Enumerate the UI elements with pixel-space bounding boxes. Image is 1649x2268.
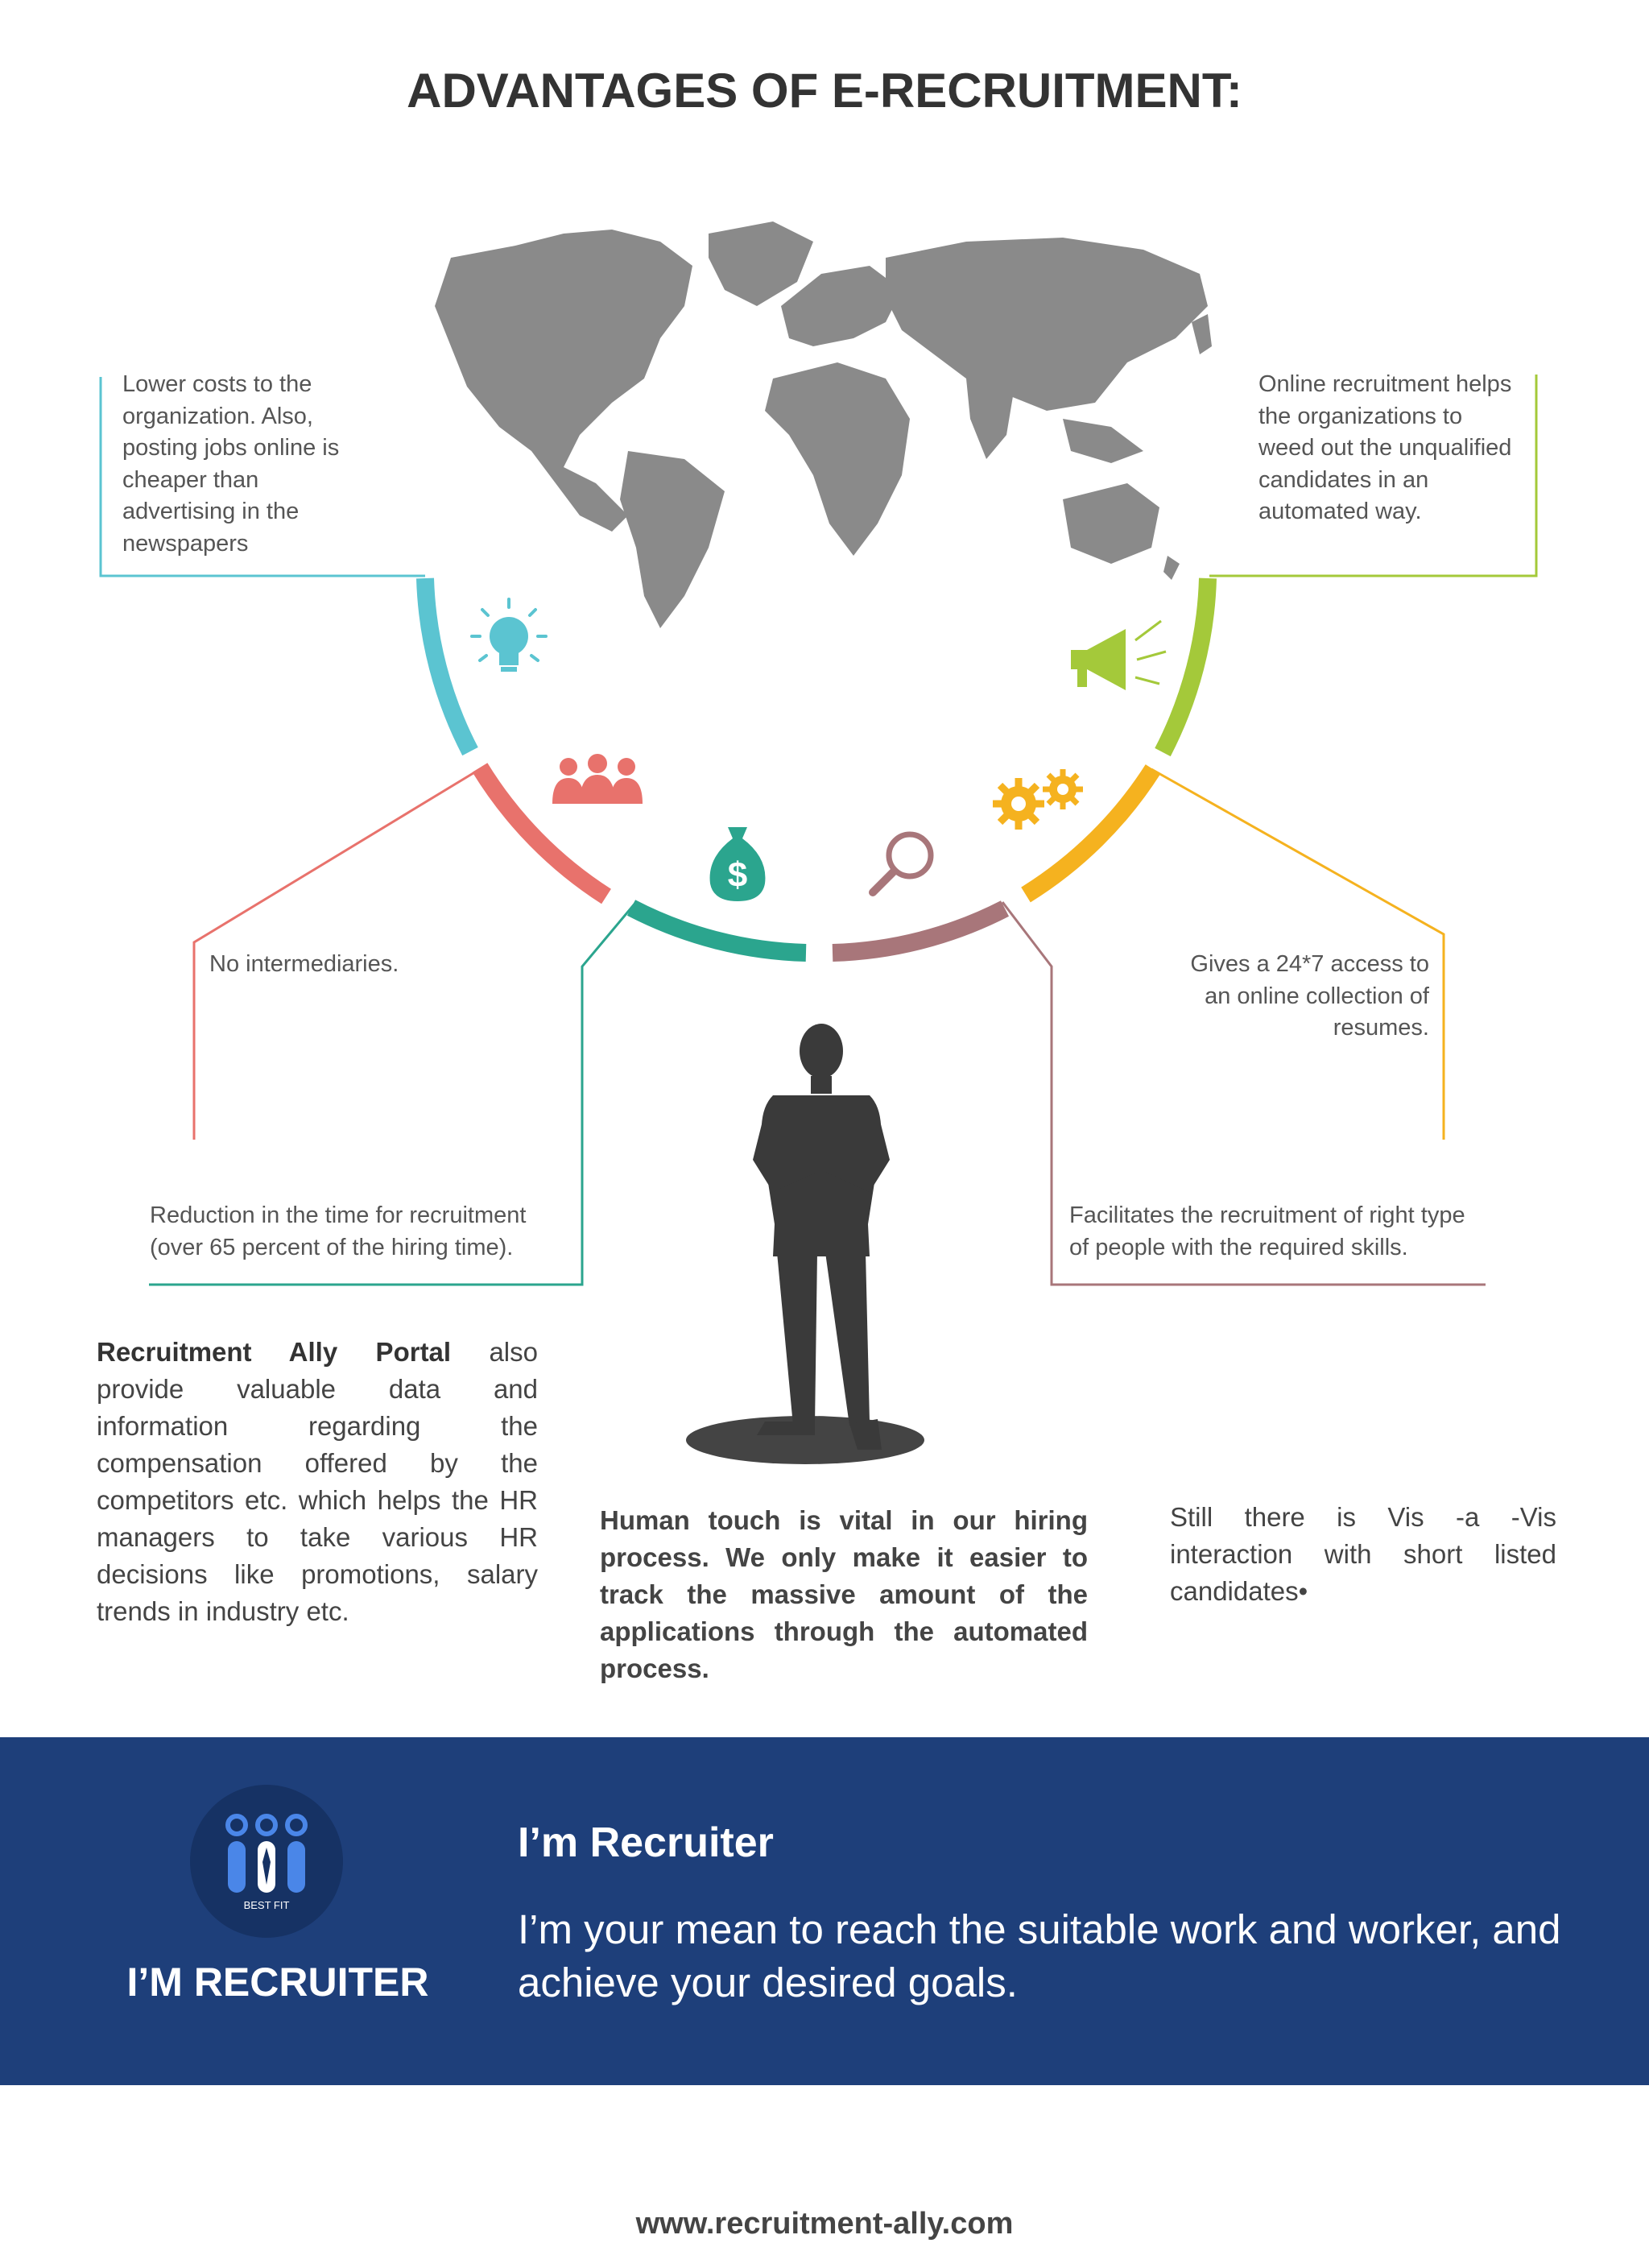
caption-online-recruitment: Online recruitment helps the organizatio…: [1258, 371, 1512, 524]
logo-badge: [190, 1785, 343, 1938]
portal-description: also provide valuable data and informati…: [97, 1337, 538, 1626]
logo-name: I’M RECRUITER: [126, 1960, 429, 2005]
arc-segment-salmon: [472, 763, 611, 904]
connector-right-people: [1001, 901, 1486, 1286]
website-link[interactable]: www.recruitment-ally.com: [635, 2207, 1014, 2241]
arc-segment-green: [1155, 577, 1217, 757]
page-title: ADVANTAGES OF E-RECRUITMENT:: [407, 64, 1242, 118]
people-icon: [552, 754, 643, 804]
banner-heading: I’m Recruiter: [518, 1819, 774, 1866]
banner-tagline: I’m your mean to reach the suitable work…: [518, 1906, 1561, 2005]
svg-text:$: $: [728, 855, 747, 895]
gears-icon: [993, 769, 1083, 830]
connector-no-intermediaries: [192, 768, 481, 1140]
world-map: [435, 221, 1212, 628]
interaction-paragraph: Still there is Vis -a -Vis interaction w…: [1170, 1502, 1556, 1606]
infographic-graphics: $: [99, 221, 1538, 1464]
arc-segment-orange: [1021, 764, 1161, 903]
logo-tagline: BEST FIT: [243, 1899, 290, 1911]
connector-time-reduction: [149, 901, 638, 1286]
portal-paragraph: Recruitment Ally Portal also provide val…: [97, 1334, 538, 1630]
arc-segment-light-teal: [416, 577, 478, 756]
connector-access: [1151, 768, 1445, 1140]
caption-right-people: Facilitates the recruitment of right typ…: [1069, 1202, 1465, 1260]
caption-lower-costs: Lower costs to the organization. Also, p…: [122, 371, 340, 557]
arc-segment-mauve: [832, 900, 1010, 962]
connector-online-recruitment: [1209, 375, 1538, 577]
megaphone-icon: [1071, 619, 1167, 690]
magnifier-icon: [869, 831, 934, 896]
caption-access: Gives a 24*7 access to an online collect…: [1190, 951, 1429, 1041]
businessman-silhouette: [686, 1024, 924, 1464]
logo-icon: [225, 1814, 308, 1893]
caption-no-intermediaries: No intermediaries.: [209, 951, 399, 977]
arc-segment-dark-teal: [626, 900, 807, 962]
human-touch-paragraph: Human touch is vital in our hiring proce…: [600, 1505, 1088, 1683]
lightbulb-icon: [470, 598, 548, 672]
connector-lower-costs: [99, 377, 425, 577]
portal-name: Recruitment Ally Portal: [97, 1337, 452, 1367]
caption-time-reduction: Reduction in the time for recruitment (o…: [150, 1202, 527, 1260]
money-bag-icon: $: [709, 827, 766, 901]
